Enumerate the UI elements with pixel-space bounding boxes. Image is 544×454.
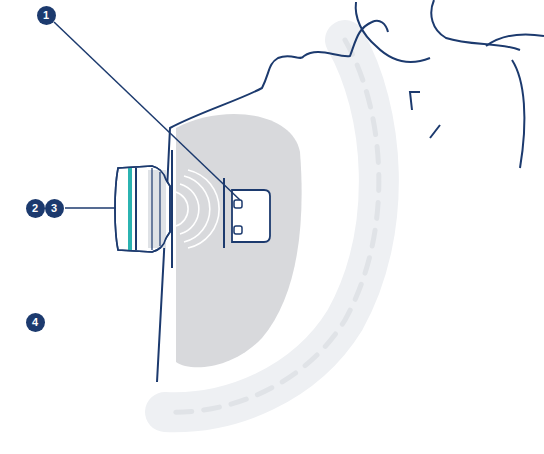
face-outline [486, 34, 544, 46]
callout-number: 1 [37, 6, 56, 25]
band [165, 40, 379, 412]
band-dashes [165, 40, 379, 412]
leader-line [65, 207, 116, 209]
nose-outline [356, 2, 430, 62]
canal-wall [171, 150, 173, 268]
cheek-outline [512, 60, 524, 168]
face-detail [410, 92, 440, 138]
callout-number: 3 [45, 199, 64, 218]
callout-number: 2 [26, 199, 45, 218]
callout-number: 4 [26, 313, 45, 332]
earpiece [115, 166, 170, 252]
leader-line [54, 22, 240, 200]
sound-waves [176, 170, 219, 248]
sensor-chip [224, 178, 270, 248]
ear-canal [176, 114, 302, 367]
head-outline [157, 21, 388, 382]
face-outline [431, 0, 520, 50]
